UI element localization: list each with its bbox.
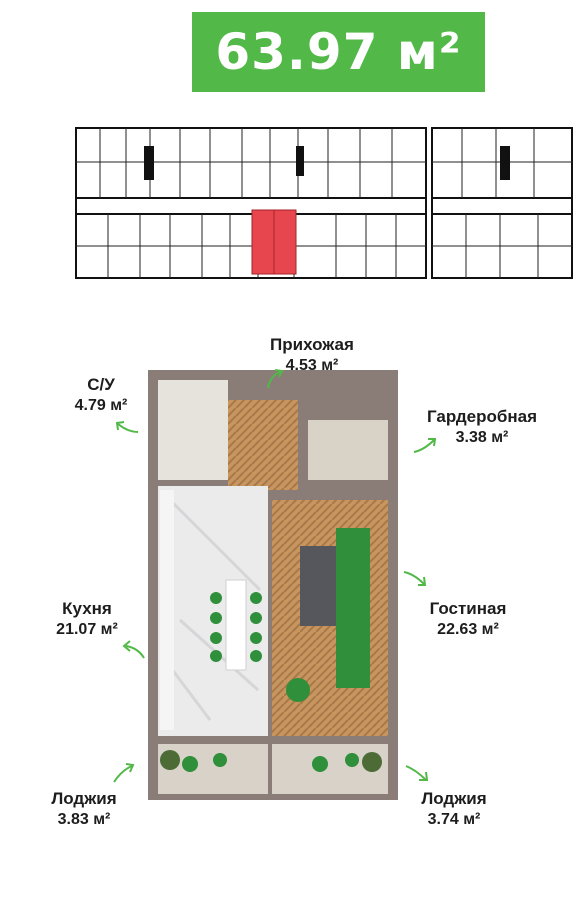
room-name-loggia-left: Лоджия — [51, 789, 117, 808]
arrow-living-icon — [403, 571, 427, 586]
label-hallway: Прихожая 4.53 м² — [262, 334, 362, 376]
arrow-wardrobe-icon — [413, 438, 437, 453]
room-name-wardrobe: Гардеробная — [427, 407, 537, 426]
room-area-hallway: 4.53 м² — [285, 357, 339, 374]
label-kitchen: Кухня 21.07 м² — [32, 598, 142, 640]
arrow-kitchen-icon — [122, 640, 145, 659]
watermark: ⌂house — [484, 20, 576, 66]
area-banner: ⌂house 63.97 м² — [192, 12, 576, 92]
room-name-hallway: Прихожая — [270, 335, 354, 354]
label-loggia-left: Лоджия 3.83 м² — [34, 788, 134, 830]
label-living: Гостиная 22.63 м² — [418, 598, 518, 640]
room-area-loggia-right: 3.74 м² — [427, 811, 481, 828]
arrow-loggia-left-icon — [113, 763, 135, 783]
watermark-text: house — [512, 20, 576, 66]
arrow-bathroom-icon — [115, 421, 139, 433]
arrow-loggia-right-icon — [405, 765, 429, 781]
total-area: 63.97 м² — [215, 23, 462, 81]
label-wardrobe: Гардеробная 3.38 м² — [412, 406, 552, 448]
room-area-loggia-left: 3.83 м² — [57, 811, 111, 828]
room-area-wardrobe: 3.38 м² — [455, 429, 509, 446]
room-name-kitchen: Кухня — [62, 599, 112, 618]
label-bathroom: С/У 4.79 м² — [56, 374, 146, 416]
apartment-plan — [148, 370, 398, 800]
room-name-loggia-right: Лоджия — [421, 789, 487, 808]
room-name-bathroom: С/У — [87, 375, 115, 394]
room-area-bathroom: 4.79 м² — [74, 397, 128, 414]
label-loggia-right: Лоджия 3.74 м² — [404, 788, 504, 830]
room-area-kitchen: 21.07 м² — [56, 621, 118, 638]
room-name-living: Гостиная — [429, 599, 507, 618]
room-area-living: 22.63 м² — [437, 621, 499, 638]
arrow-hallway-icon — [267, 369, 284, 389]
house-icon: ⌂ — [484, 25, 509, 65]
floor-plan-overview — [75, 127, 573, 279]
